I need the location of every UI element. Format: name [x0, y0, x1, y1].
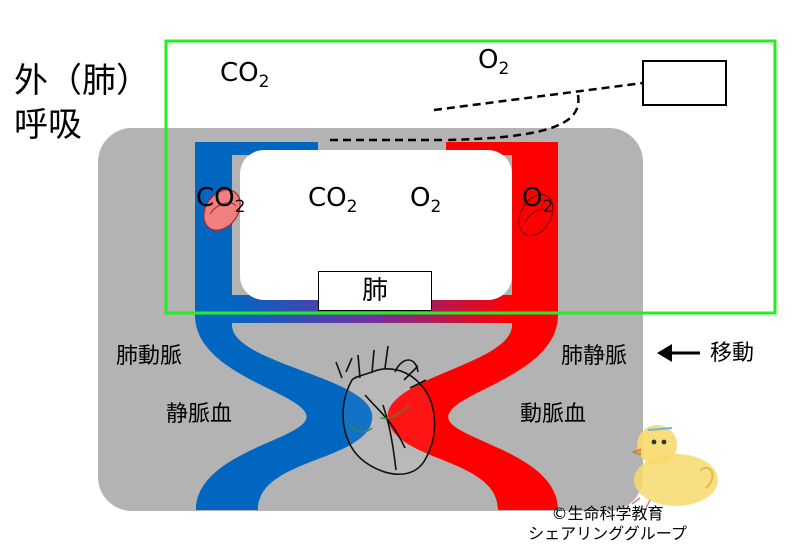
diagram-title-line2: 呼吸 — [14, 105, 82, 145]
copyright-line1: ©生命科学教育 — [551, 504, 664, 523]
outside-co2-label: CO2 — [220, 58, 270, 92]
pulmonary-vein-vessel — [387, 142, 558, 510]
arrow-left-icon — [657, 344, 700, 362]
movement-label: 移動 — [710, 341, 755, 366]
arterial-blood-label: 動脈血 — [520, 402, 587, 427]
airway-dashed-line — [330, 81, 644, 142]
red-blood-cell-outline-icon — [518, 193, 554, 237]
venous-blood-label: 静脈血 — [166, 402, 233, 427]
red-blood-cell-icon — [203, 189, 241, 231]
air-box — [642, 60, 727, 106]
alveolus-space — [240, 150, 512, 300]
alveolus-o2-label: O2 — [410, 183, 442, 217]
vessel-o2-label: O2 — [522, 183, 554, 217]
vessel-co2-label: CO2 — [196, 183, 246, 217]
lung-label: 肺 — [361, 276, 388, 306]
chick-icon — [631, 425, 718, 509]
pulmonary-vein-label: 肺静脈 — [561, 344, 628, 369]
heart-icon — [335, 345, 436, 476]
copyright-credit: ©生命科学教育 シェアリンググループ — [500, 504, 715, 544]
diagram-title-line1: 外（肺） — [14, 61, 150, 101]
pulmonary-artery-vessel — [195, 142, 373, 510]
external-respiration-frame — [164, 39, 777, 315]
copyright-line2: シェアリンググループ — [528, 524, 687, 543]
pulmonary-artery-label: 肺動脈 — [116, 344, 183, 369]
outside-o2-label: O2 — [478, 45, 510, 79]
lung-label-box: 肺 — [318, 271, 432, 311]
alveolus-co2-label: CO2 — [308, 183, 358, 217]
